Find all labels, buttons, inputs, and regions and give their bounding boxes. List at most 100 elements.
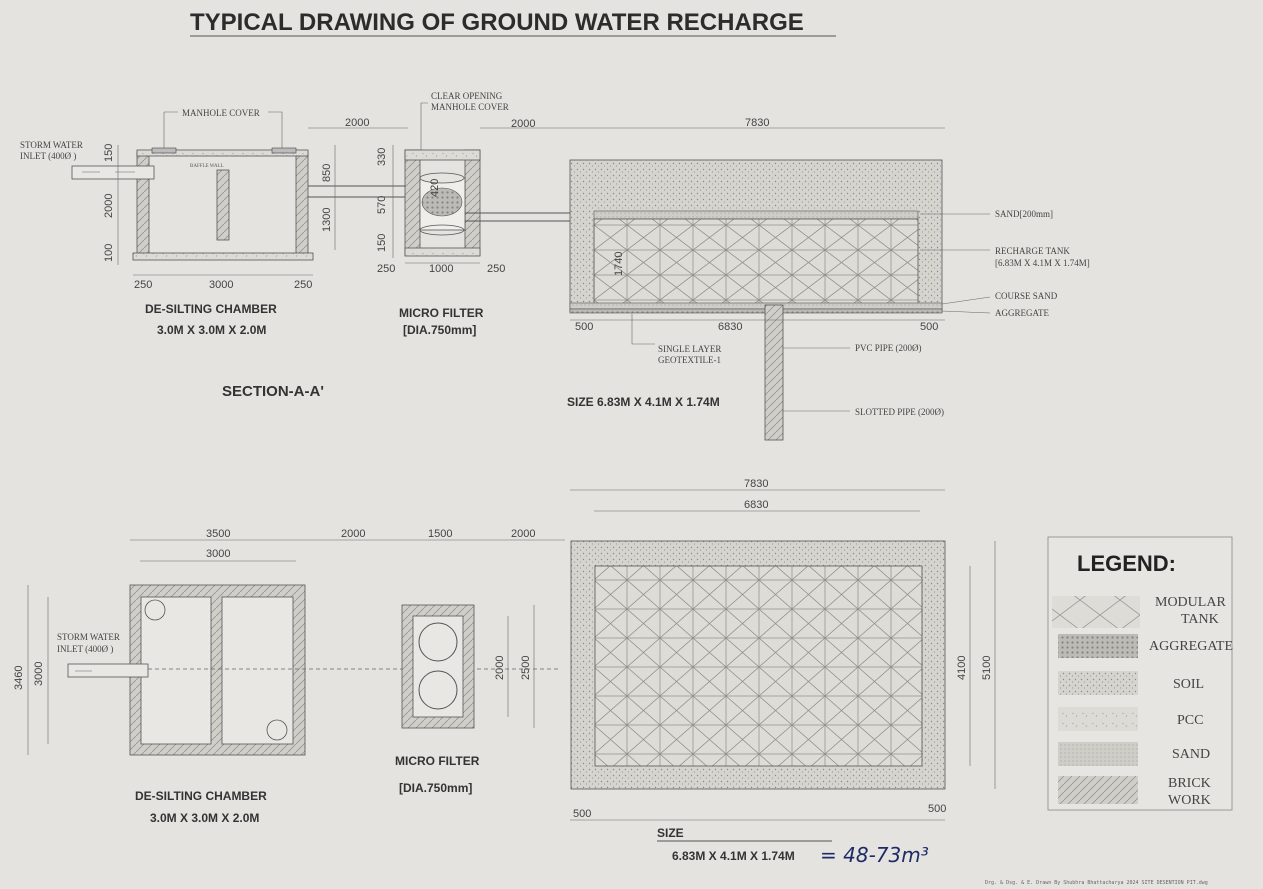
dim-150-filter: 150: [376, 234, 388, 252]
filter-plan-circle-2: [418, 670, 458, 710]
coarse-sand-layer: [569, 302, 943, 310]
dim-500-plan-left: 500: [573, 808, 591, 820]
geotextile-leader: [631, 314, 655, 345]
dim-gap2: 2000: [511, 118, 535, 130]
section-recharge-tank: 7830 1740 500 6830 500 SAND[200mm] RECHA…: [567, 117, 1090, 441]
dim-850: 850: [321, 164, 333, 182]
desilting-plan-title: DE-SILTING CHAMBER: [135, 789, 267, 803]
clear-opening-label-1: CLEAR OPENING: [431, 91, 503, 101]
dim-570: 570: [376, 196, 388, 214]
manhole-cover-label: MANHOLE COVER: [182, 108, 260, 118]
filter-left-wall: [404, 149, 421, 256]
storm-inlet-pipe-plan: [67, 663, 149, 678]
dim-7830-plan: 7830: [744, 478, 768, 490]
manhole-plan-2: [266, 719, 288, 741]
filter-plan-size: [DIA.750mm]: [399, 781, 472, 795]
filter-size: [DIA.750mm]: [403, 323, 476, 337]
aggregate-label: AGGREGATE: [995, 308, 1049, 318]
legend-pcc: PCC: [1177, 713, 1203, 728]
storm-inlet-pipe: [71, 165, 155, 180]
dim-250-b: 250: [294, 279, 312, 291]
footer-note: Drg. & Dsg. & E. Drawn By Shubhra Bhatta…: [985, 880, 1208, 886]
modular-tank-section: [593, 218, 919, 306]
dim-250-filter-a: 250: [377, 263, 395, 275]
storm-inlet-label-2: INLET (400Ø ): [20, 151, 76, 161]
filter-plan-circle-1: [418, 622, 458, 662]
legend-swatch-modular-tank: [1052, 596, 1140, 628]
filter-right-wall: [464, 149, 481, 256]
dim-500-plan-right: 500: [928, 803, 946, 815]
dim-100: 100: [103, 244, 115, 262]
recharge-tank-label-2: [6.83M X 4.1M X 1.74M]: [995, 258, 1090, 268]
desilting-top-slab: [136, 149, 309, 157]
legend-modular-2: TANK: [1181, 612, 1219, 627]
manhole-cover-right: [271, 147, 297, 154]
dim-gap2-plan: 2000: [511, 528, 535, 540]
storm-inlet-plan-label-1: STORM WATER: [57, 632, 120, 642]
drawing-title: TYPICAL DRAWING OF GROUND WATER RECHARGE: [190, 9, 804, 36]
dim-4100: 4100: [956, 656, 968, 680]
dim-3500: 3500: [206, 528, 230, 540]
desilting-compartment-2: [221, 596, 294, 745]
modular-tank-plan: [594, 565, 923, 767]
desilting-base-slab: [132, 252, 314, 261]
dim-250-a: 250: [134, 279, 152, 291]
legend-brick-1: BRICK: [1168, 776, 1211, 791]
sand-layer: [593, 210, 919, 220]
dim-420: 420: [429, 179, 441, 197]
size-label: SIZE: [657, 826, 684, 840]
legend-soil: SOIL: [1173, 677, 1204, 692]
recharge-tank-label-1: RECHARGE TANK: [995, 246, 1070, 256]
filter-media: [421, 187, 463, 217]
size-value: 6.83M X 4.1M X 1.74M: [672, 849, 795, 863]
dim-2500-plan: 2500: [520, 656, 532, 680]
filter-cylinder-bottom: [419, 224, 465, 236]
desilting-size: 3.0M X 3.0M X 2.0M: [157, 323, 266, 337]
filter-top-slab: [404, 149, 481, 161]
legend-swatch-pcc: [1058, 707, 1138, 731]
plan-desilting-chamber: 3500 3000 STORM WATER INLET (400Ø ) 3460…: [13, 528, 560, 825]
dim-5100: 5100: [981, 656, 993, 680]
section-label: SECTION-A-A': [222, 383, 324, 400]
desilting-title: DE-SILTING CHAMBER: [145, 302, 277, 316]
dim-3460: 3460: [13, 666, 25, 690]
filter-plan-title: MICRO FILTER: [395, 754, 480, 768]
desilting-right-wall: [295, 151, 309, 258]
dim-6830-section: 6830: [718, 321, 742, 333]
legend-swatch-aggregate: [1058, 634, 1138, 658]
tank-size-section: SIZE 6.83M X 4.1M X 1.74M: [567, 395, 720, 409]
geotextile-label-1: SINGLE LAYER: [658, 344, 721, 354]
desilting-plan-size: 3.0M X 3.0M X 2.0M: [150, 811, 259, 825]
plan-micro-filter: 2000 1500 2000 2000 2500 MICRO FILTER [D…: [305, 528, 565, 795]
storm-inlet-label-1: STORM WATER: [20, 140, 83, 150]
dim-gap1: 2000: [345, 117, 369, 129]
dim-1300: 1300: [321, 208, 333, 232]
aggregate-layer: [569, 308, 943, 314]
course-sand-label: COURSE SAND: [995, 291, 1058, 301]
dim-500-left: 500: [575, 321, 593, 333]
desilting-compartment-1: [140, 596, 212, 745]
dim-500-right: 500: [920, 321, 938, 333]
filter-base-slab: [404, 247, 481, 257]
dim-150: 150: [103, 144, 115, 162]
legend-brick-2: WORK: [1168, 793, 1211, 808]
slotted-pipe-label: SLOTTED PIPE (200Ø): [855, 407, 944, 417]
baffle-wall: [216, 169, 230, 241]
dim-gap1-plan: 2000: [341, 528, 365, 540]
dim-3000: 3000: [209, 279, 233, 291]
legend-swatch-soil: [1058, 671, 1138, 695]
plan-recharge-tank: 7830 6830 4100 5100 500 500 SIZE 6.83M X…: [570, 478, 996, 867]
slotted-pipe-shaft: [764, 304, 784, 441]
pvc-pipe-label: PVC PIPE (200Ø): [855, 343, 922, 353]
legend-aggregate: AGGREGATE: [1149, 639, 1233, 654]
dim-1500: 1500: [428, 528, 452, 540]
manhole-plan-1: [144, 599, 166, 621]
filter-cylinder-top: [419, 172, 465, 184]
dim-7830-section: 7830: [745, 117, 769, 129]
manhole-cover-left: [151, 147, 177, 154]
sand-label: SAND[200mm]: [995, 209, 1053, 219]
legend-title: LEGEND:: [1077, 551, 1176, 576]
dim-1740: 1740: [613, 252, 625, 276]
